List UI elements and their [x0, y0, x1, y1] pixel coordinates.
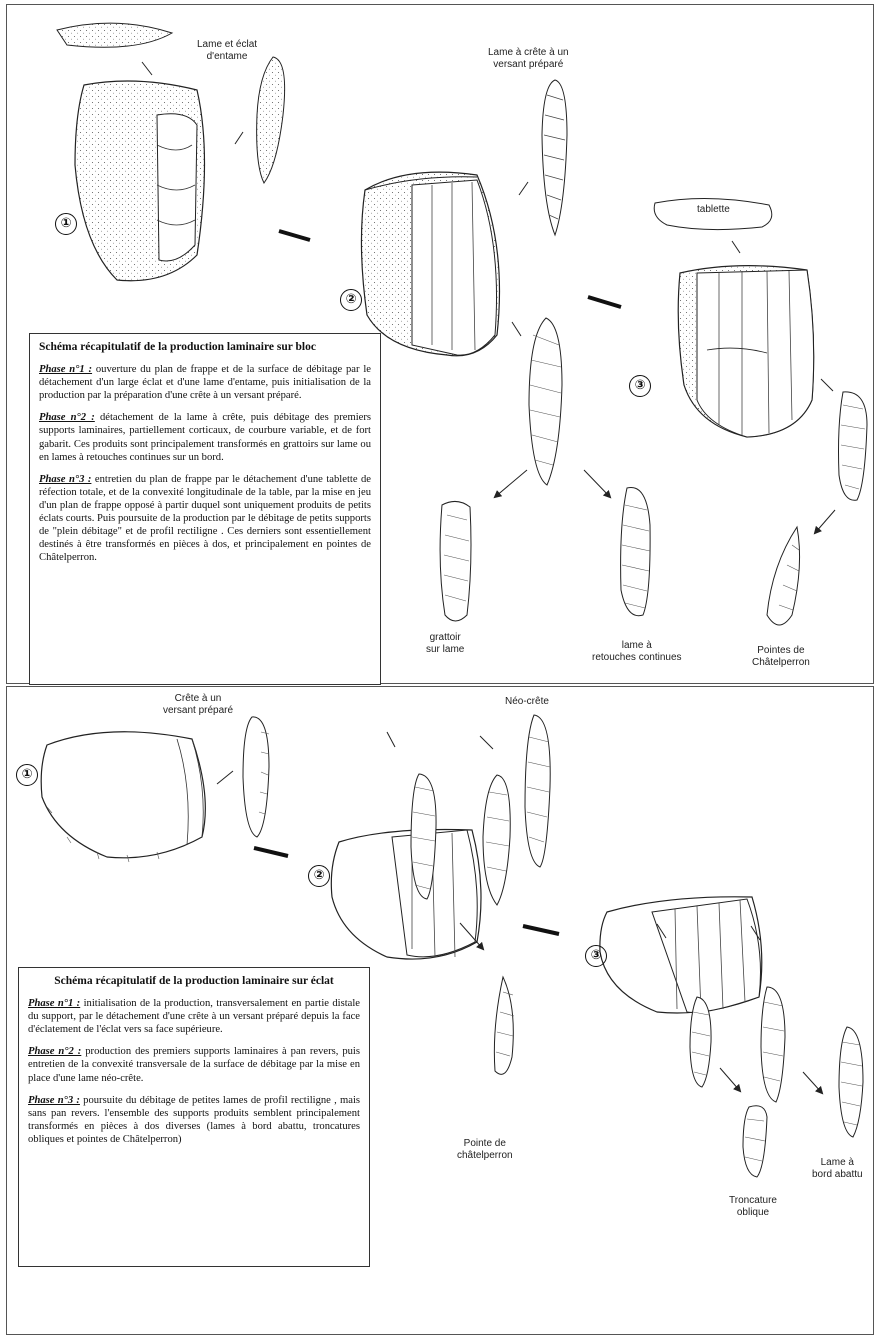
neo-crest-blade	[525, 715, 550, 867]
small-blade-d	[761, 987, 785, 1102]
label-grattoir: grattoir sur lame	[426, 632, 464, 656]
label-troncature: Troncature oblique	[729, 1195, 777, 1219]
panel-eclat: Crête à un versant préparé Néo-crête Poi…	[6, 686, 874, 1335]
panel-bloc: Lame et éclat d'entame Lame à crête à un…	[6, 4, 874, 684]
large-flake	[57, 23, 172, 47]
chatelperron-point	[767, 527, 800, 625]
crest-blade	[243, 717, 269, 837]
entame-blade	[257, 57, 285, 183]
troncature-blade	[743, 1106, 767, 1177]
phase-number-1: ①	[55, 213, 77, 235]
chatelperron-point-b	[494, 977, 513, 1074]
phase-1-paragraph: Phase n°1 : initialisation de la product…	[28, 997, 360, 1036]
summary-textbox-bloc: Schéma récapitulatif de la production la…	[29, 333, 381, 685]
phase-3-paragraph: Phase n°3 : poursuite du débitage de pet…	[28, 1094, 360, 1146]
label-crete-versant: Crête à un versant préparé	[163, 693, 233, 717]
label-tablette: tablette	[697, 204, 730, 216]
retouched-blade	[621, 487, 651, 615]
grattoir-blade	[440, 501, 471, 621]
label-pointe-chatelperron: Pointe de châtelperron	[457, 1138, 513, 1162]
phase-2-paragraph: Phase n°2 : détachement de la lame à crê…	[39, 411, 371, 463]
blade-2	[529, 318, 562, 485]
phase-2-paragraph: Phase n°2 : production des premiers supp…	[28, 1045, 360, 1084]
phase-number-2: ②	[340, 289, 362, 311]
label-lame-crete: Lame à crête à un versant préparé	[488, 47, 569, 71]
label-pointes-chatelperron: Pointes de Châtelperron	[752, 645, 810, 669]
phase-number-3: ③	[629, 375, 651, 397]
separator-bar	[588, 297, 621, 307]
summary-title: Schéma récapitulatif de la production la…	[39, 341, 371, 354]
small-blade-a	[411, 774, 436, 899]
phase-3-paragraph: Phase n°3 : entretien du plan de frappe …	[39, 473, 371, 565]
separator-bar	[254, 848, 288, 856]
small-blade-b	[483, 775, 510, 905]
separator-bar	[523, 926, 559, 934]
separator-bar	[279, 231, 310, 240]
label-lame-eclat-entame: Lame et éclat d'entame	[197, 39, 257, 63]
summary-title: Schéma récapitulatif de la production la…	[28, 975, 360, 988]
label-lame-retouches: lame à retouches continues	[592, 640, 682, 664]
small-blade-3	[839, 392, 868, 500]
phase-number-3: ③	[585, 945, 607, 967]
summary-textbox-eclat: Schéma récapitulatif de la production la…	[18, 967, 370, 1267]
label-neo-crete: Néo-crête	[505, 696, 549, 708]
phase-1-paragraph: Phase n°1 : ouverture du plan de frappe …	[39, 363, 371, 402]
phase-number-1: ①	[16, 764, 38, 786]
label-lame-bord-abattu: Lame à bord abattu	[812, 1157, 863, 1181]
phase-number-2: ②	[308, 865, 330, 887]
